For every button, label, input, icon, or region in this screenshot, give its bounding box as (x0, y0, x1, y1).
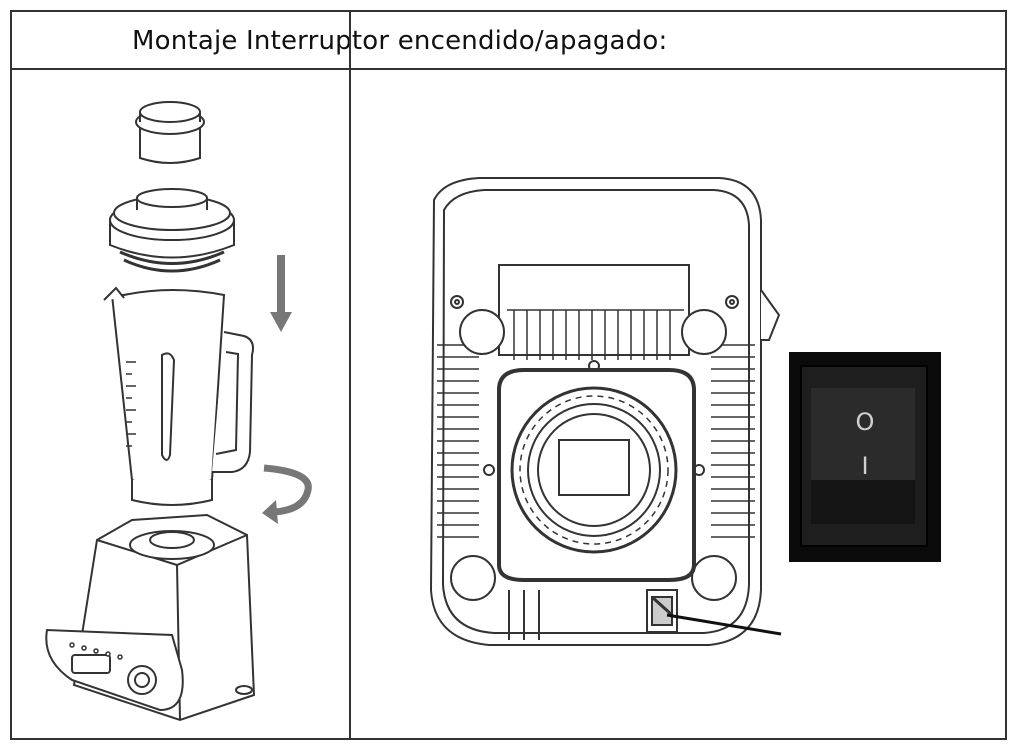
column-divider (349, 12, 351, 738)
jar-lid (109, 188, 235, 273)
instruction-table: Montaje Interruptor encendido/apagado: (10, 10, 1007, 740)
rotate-arrow-icon (262, 464, 312, 524)
blender-assembly-illustration (45, 101, 312, 722)
pointer-line (666, 613, 782, 636)
drive-coupling-teeth (519, 395, 669, 545)
page-title: Montaje Interruptor encendido/apagado: (132, 26, 668, 56)
header-row: Montaje Interruptor encendido/apagado: (12, 12, 1005, 70)
rocker-switch-photo: O I (789, 352, 941, 562)
measuring-cap (135, 101, 205, 164)
switch-on-label: I (861, 452, 868, 480)
switch-off-label: O (856, 408, 875, 436)
blender-jar (103, 286, 254, 506)
base-bottom-view: O I (429, 177, 941, 646)
down-arrow-icon (270, 255, 292, 332)
blender-base (45, 513, 256, 722)
